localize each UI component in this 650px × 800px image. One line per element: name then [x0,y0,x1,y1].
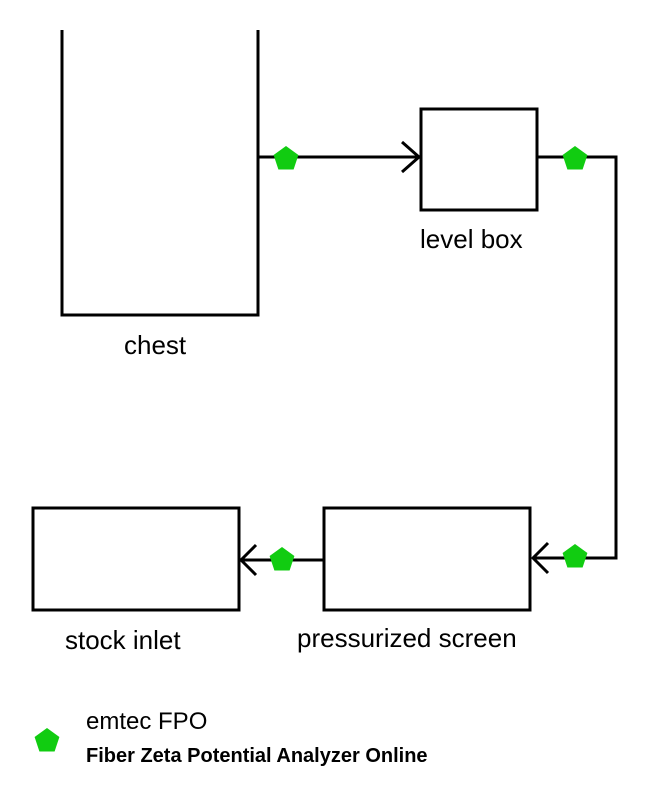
fpo-sensor-icon [562,544,588,568]
arrowhead-level-box-icon [401,140,421,174]
pressurized-screen-label: pressurized screen [297,623,517,653]
fpo-sensor-icon [273,146,299,170]
arrowhead-screen-icon [531,541,550,575]
level-box-label: level box [420,224,523,254]
chest-tank [60,30,260,317]
stock-inlet-box [31,506,241,612]
fpo-sensor-icon [562,146,588,170]
chest-label: chest [124,330,187,360]
fpo-sensor-icon [269,547,295,571]
arrowhead-stock-inlet-icon [239,543,258,577]
connector-level-box-to-screen [533,155,618,560]
pressurized-screen-box [322,506,532,612]
legend-title: emtec FPO [86,708,208,735]
level-box [419,107,539,212]
legend-fpo-marker-icon [34,728,60,752]
stock-inlet-label: stock inlet [65,625,181,655]
legend-subtitle: Fiber Zeta Potential Analyzer Online [86,745,428,767]
